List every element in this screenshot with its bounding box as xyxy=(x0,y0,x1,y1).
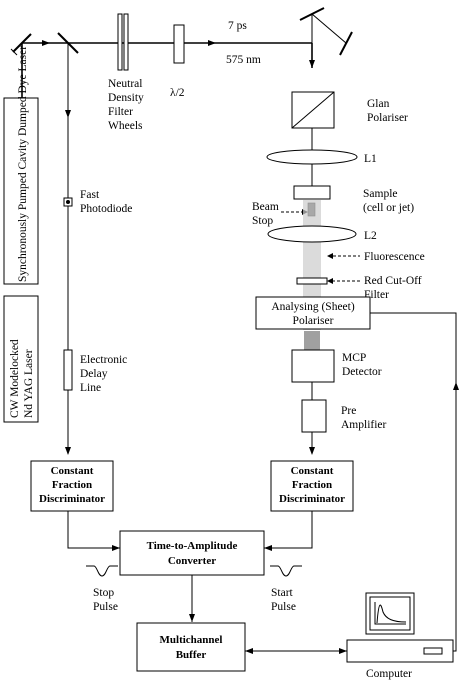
tac-label-2: Converter xyxy=(168,555,216,567)
dye-laser-label: Synchronously Pumped Cavity Dumped Dye L… xyxy=(17,46,29,282)
photodiode-label-1: Fast xyxy=(80,189,100,201)
cfd-right-label-2: Fraction xyxy=(292,479,332,491)
nd-filter-label-1: Neutral xyxy=(108,78,142,90)
mirror-upper-left xyxy=(10,33,32,56)
cfd-left-label-1: Constant xyxy=(51,465,94,477)
constant-fraction-discriminator-left: Constant Fraction Discriminator xyxy=(30,460,114,512)
stop-pulse-shape xyxy=(86,565,118,577)
cfd-left-label-3: Discriminator xyxy=(39,493,105,505)
glan-polariser: Glan Polariser xyxy=(291,91,408,129)
analysing-polariser-label-1: Analysing (Sheet) xyxy=(271,301,355,313)
glan-label-2: Polariser xyxy=(367,112,408,124)
photodiode-label-2: Photodiode xyxy=(80,203,132,215)
mirror-top-right-2 xyxy=(339,31,353,56)
sample-cell: Sample (cell or jet) xyxy=(293,185,414,214)
stop-pulse-label-2: Pulse xyxy=(93,601,118,613)
yag-laser-label-1: CW Modelocked xyxy=(9,339,21,418)
delay-line-label-1: Electronic xyxy=(80,354,127,366)
constant-fraction-discriminator-right: Constant Fraction Discriminator xyxy=(270,460,354,512)
cfd-left-to-tac xyxy=(67,511,120,549)
time-to-amplitude-converter: Time-to-Amplitude Converter xyxy=(119,530,265,576)
delay-line-label-2: Delay xyxy=(80,368,108,380)
analysing-polariser-label-2: Polariser xyxy=(293,315,334,327)
cfd-right-label-1: Constant xyxy=(291,465,334,477)
stop-pulse-label-1: Stop xyxy=(93,587,114,599)
nd-filter-label-4: Wheels xyxy=(108,120,143,132)
nd-filter-label-2: Density xyxy=(108,92,144,104)
laser-beam-path xyxy=(21,40,315,198)
electronic-delay-line: Electronic Delay Line xyxy=(63,349,127,394)
yag-laser: CW Modelocked Nd YAG Laser xyxy=(3,295,39,423)
fluorescence-label: Fluorescence xyxy=(364,251,425,263)
sample-label-2: (cell or jet) xyxy=(363,202,414,214)
preamp-label-1: Pre xyxy=(341,405,356,417)
mcp-label-2: Detector xyxy=(342,366,382,378)
cfd-right-label-3: Discriminator xyxy=(279,493,345,505)
tac-label-1: Time-to-Amplitude xyxy=(147,540,238,552)
lens-l1: L1 xyxy=(266,149,377,165)
l2-label: L2 xyxy=(364,230,377,242)
multichannel-buffer: Multichannel Buffer xyxy=(136,622,246,672)
red-cut-off-filter: Red Cut-Off Filter xyxy=(296,275,422,301)
neutral-density-filter-wheels: Neutral Density Filter Wheels xyxy=(108,13,144,132)
half-wave-label: λ/2 xyxy=(170,87,185,99)
yag-laser-label-2: Nd YAG Laser xyxy=(23,349,35,418)
beam-segment-mirror xyxy=(311,13,347,44)
wavelength-label: 575 nm xyxy=(226,54,261,66)
red-filter-label-1: Red Cut-Off xyxy=(364,275,422,287)
beam-splitter xyxy=(57,32,79,54)
start-pulse-shape xyxy=(270,565,302,577)
cfd-left-label-2: Fraction xyxy=(52,479,92,491)
computer-label: Computer xyxy=(366,668,412,680)
computer-to-polariser-control xyxy=(370,312,457,652)
nd-filter-label-3: Filter xyxy=(108,106,133,118)
pre-amplifier: Pre Amplifier xyxy=(301,399,387,433)
start-pulse-label-2: Pulse xyxy=(271,601,296,613)
cfd-right-to-tac xyxy=(264,511,313,549)
delay-line-label-3: Line xyxy=(80,382,101,394)
sample-label-1: Sample xyxy=(363,188,398,200)
beam-stop-label-1: Beam xyxy=(252,201,279,213)
half-wave-plate: λ/2 xyxy=(170,24,185,99)
analysing-polariser: Analysing (Sheet) Polariser xyxy=(255,296,371,330)
mcp-label-1: MCP xyxy=(342,352,366,364)
buffer-label-2: Buffer xyxy=(176,649,207,661)
computer: Computer xyxy=(346,592,454,680)
start-pulse-label-1: Start xyxy=(271,587,294,599)
beam-stop-label-2: Stop xyxy=(252,215,273,227)
l1-label: L1 xyxy=(364,153,377,165)
pulse-width-label: 7 ps xyxy=(228,20,247,32)
buffer-label-1: Multichannel xyxy=(160,634,223,646)
fast-photodiode: Fast Photodiode xyxy=(63,189,132,215)
preamp-label-2: Amplifier xyxy=(341,419,387,431)
dye-laser: Synchronously Pumped Cavity Dumped Dye L… xyxy=(3,46,39,285)
mcp-detector: MCP Detector xyxy=(291,349,382,383)
fluorescence-pointer: Fluorescence xyxy=(327,251,425,263)
fluorescence-to-mcp xyxy=(304,331,320,350)
lens-l2: L2 xyxy=(267,225,377,243)
glan-label-1: Glan xyxy=(367,98,390,110)
